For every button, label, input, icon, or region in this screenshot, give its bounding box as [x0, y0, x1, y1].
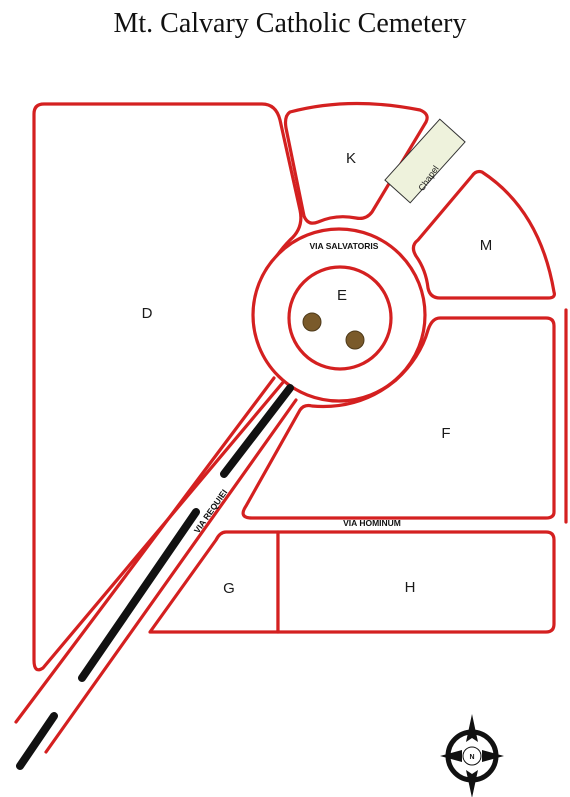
map-title: Mt. Calvary Catholic Cemetery [113, 8, 466, 39]
section-m-label: M [480, 237, 493, 254]
compass-north-arrow [466, 714, 478, 742]
section-g-boundary [148, 530, 280, 634]
section-h-boundary [276, 530, 556, 634]
compass-east-arrow [482, 750, 504, 762]
section-k-boundary [283, 101, 429, 225]
via-hominum-label: VIA HOMINUM [343, 518, 401, 528]
section-h-label: H [405, 579, 416, 596]
chapel-building [384, 118, 466, 204]
center-dash [16, 712, 58, 770]
tree-icon [345, 330, 365, 350]
via-requiei-right-edge [44, 398, 298, 754]
section-e-boundary [287, 265, 393, 371]
center-dash [220, 384, 294, 478]
section-m-boundary [411, 169, 556, 300]
compass-west-arrow [440, 750, 462, 762]
section-e-label: E [337, 287, 347, 304]
section-d-label: D [142, 305, 153, 322]
compass-icon: N [440, 714, 504, 797]
via-requiei-left-edge [14, 376, 276, 724]
tree-icon [302, 312, 322, 332]
compass-south-arrow [466, 770, 478, 797]
compass-center [462, 746, 482, 766]
via-salvatoris-label: VIA SALVATORIS [310, 241, 379, 251]
section-f-boundary [241, 316, 556, 520]
section-f-label: F [441, 425, 450, 442]
compass-north-label: N [469, 754, 474, 761]
section-g-label: G [223, 580, 235, 597]
center-dash [78, 508, 200, 682]
via-requiei-center-line [16, 384, 294, 770]
section-k-label: K [346, 150, 356, 167]
